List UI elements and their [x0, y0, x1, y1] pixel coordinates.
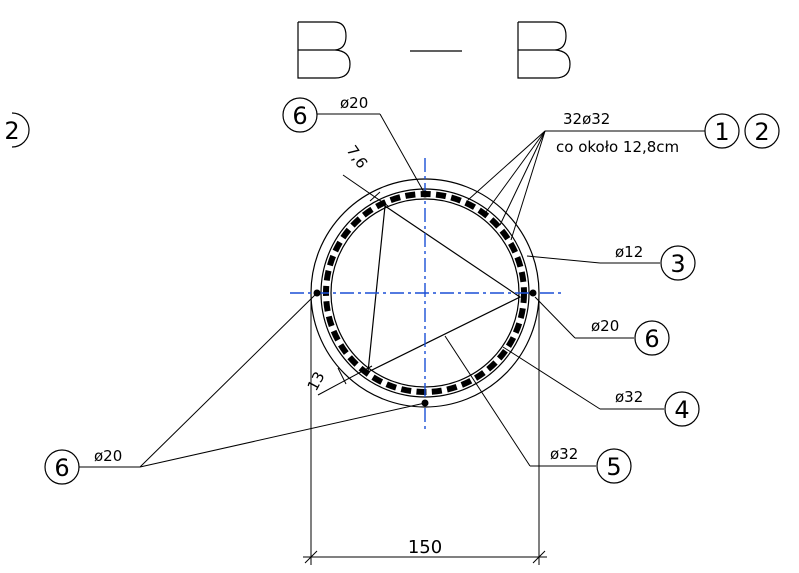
- bubble-far-left-text: 2: [4, 117, 19, 145]
- callout-right-4: ø32 4: [502, 346, 700, 427]
- label-5: ø32: [550, 445, 578, 463]
- triangular-stirrup: [367, 204, 522, 374]
- callout-right-6: ø20 6: [534, 296, 670, 356]
- bubble-top-left: [282, 97, 318, 133]
- dim-tick-left: [304, 550, 318, 564]
- leader-5-diag: [444, 335, 531, 467]
- label-3: ø12: [615, 243, 643, 261]
- bubble-far-left-arc: [11, 112, 30, 148]
- leader-4-diag: [502, 346, 601, 410]
- bubble-top-right-2-text: 2: [754, 118, 769, 146]
- bubble-3-text: 3: [670, 250, 685, 278]
- callout-top-right: 32ø32 co około 12,8cm 1 2: [467, 110, 780, 241]
- bubble-bottom-left-text: 6: [54, 454, 69, 482]
- leader-6r-diag: [534, 296, 576, 339]
- callout-right-5: ø32 5: [444, 335, 632, 484]
- bar-dot-right: [529, 289, 537, 297]
- dim-diameter: 150: [303, 297, 547, 565]
- label-4: ø32: [615, 388, 643, 406]
- bubble-4: [664, 391, 700, 427]
- label-top-left: ø20: [340, 94, 368, 112]
- column-section: [290, 158, 562, 432]
- leader-fan-1: [467, 130, 546, 201]
- bubble-top-left-text: 6: [292, 102, 307, 130]
- callout-bottom-left: 6 ø20: [44, 292, 426, 485]
- bubble-4-text: 4: [674, 396, 689, 424]
- label-top-right-main: 32ø32: [563, 110, 610, 128]
- leader-bl-to-left-bar: [139, 292, 318, 468]
- label-6r: ø20: [591, 317, 619, 335]
- bubble-top-right-1: [704, 113, 740, 149]
- dim-cover-top-tick: [369, 191, 381, 202]
- leader-fan-4: [510, 130, 546, 241]
- dim-cover-bottom-line: [317, 365, 373, 396]
- callout-right-3: ø12 3: [526, 243, 696, 281]
- dim-diameter-text: 150: [408, 537, 442, 558]
- label-bottom-left: ø20: [94, 447, 122, 465]
- section-title: B – B: [297, 21, 571, 79]
- leader-bl-to-bottom-bar: [139, 402, 426, 468]
- bubble-top-right-1-text: 1: [714, 118, 729, 146]
- bubble-6r-text: 6: [644, 325, 659, 353]
- title-left-b: [297, 21, 351, 79]
- callout-far-left: 2: [4, 112, 30, 148]
- bubble-5: [596, 448, 632, 484]
- leader-fan-2: [485, 130, 546, 213]
- dim-cover-bottom-text: 13: [304, 369, 329, 394]
- dim-cover-top-line: [342, 174, 389, 207]
- label-top-right-sub: co około 12,8cm: [556, 138, 679, 156]
- leader-3-diag: [526, 255, 601, 264]
- leader-fan-3: [499, 130, 546, 226]
- bubble-6r: [634, 320, 670, 356]
- dim-cover-top-text: 7,6: [343, 142, 371, 172]
- dim-tick-right: [532, 550, 546, 564]
- dim-cover-bottom-tick: [337, 367, 347, 385]
- leader-top-left-diag: [379, 113, 426, 195]
- callout-top-left: 6 ø20: [282, 94, 426, 195]
- bubble-top-right-2: [744, 113, 780, 149]
- title-right-b: [517, 21, 571, 79]
- bubble-5-text: 5: [606, 453, 621, 481]
- bubble-3: [660, 245, 696, 281]
